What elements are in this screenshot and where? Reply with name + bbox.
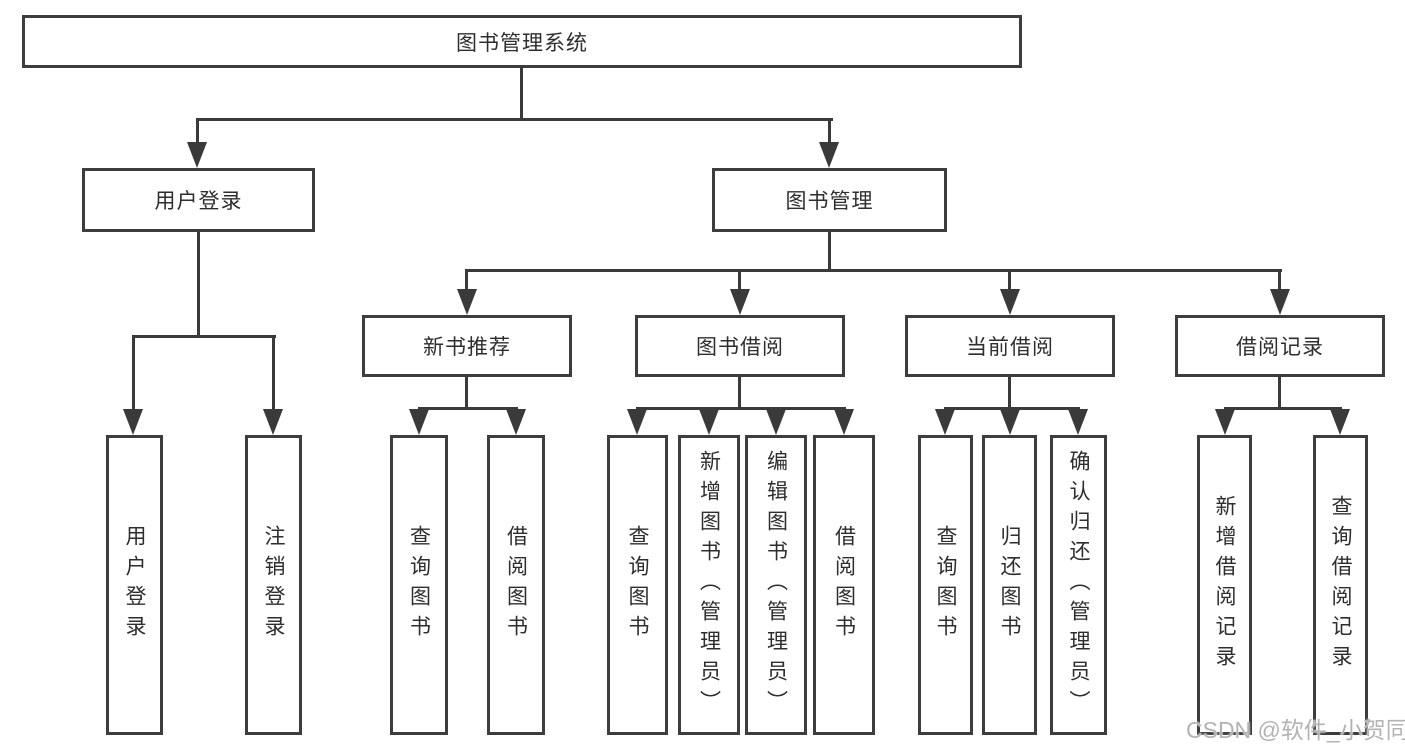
- leaf-node-borrow-books-1: 借阅图书: [487, 435, 545, 735]
- branch-node-book-management: 图书管理: [712, 168, 947, 232]
- connector-arrow-down-icon: [1000, 409, 1020, 435]
- connector-arrow-down-icon: [1330, 409, 1350, 435]
- connector-arrow-down-icon: [1068, 409, 1088, 435]
- connector-line: [738, 269, 741, 293]
- connector-arrow-down-icon: [187, 142, 207, 168]
- connector-arrow-down-icon: [1270, 289, 1290, 315]
- connector-arrow-down-icon: [506, 409, 526, 435]
- root-node-label: 图书管理系统: [456, 31, 588, 55]
- connector-line: [738, 377, 741, 410]
- connector-line: [944, 407, 1080, 410]
- connector-arrow-down-icon: [1215, 409, 1235, 435]
- connector-line: [636, 407, 846, 410]
- leaf-node-label: 归还图书: [998, 525, 1021, 645]
- leaf-node-return-books: 归还图书: [982, 435, 1037, 735]
- connector-line: [272, 335, 275, 413]
- leaf-node-label: 借阅图书: [504, 525, 528, 645]
- connector-arrow-down-icon: [819, 142, 839, 168]
- leaf-node-label: 确认归还（管理员）: [1067, 450, 1090, 720]
- leaf-node-label: 查询图书: [934, 525, 957, 645]
- connector-line: [1278, 377, 1281, 410]
- connector-arrow-down-icon: [627, 409, 647, 435]
- branch-node-label: 图书管理: [785, 190, 874, 213]
- leaf-node-label: 新增图书（管理员）: [697, 450, 721, 720]
- leaf-node-label: 新增借阅记录: [1213, 495, 1236, 675]
- connector-line: [197, 232, 200, 338]
- connector-arrow-down-icon: [457, 289, 477, 315]
- leaf-node-edit-books-admin: 编辑图书（管理员）: [745, 435, 807, 735]
- connector-arrow-down-icon: [699, 409, 719, 435]
- connector-line: [828, 232, 831, 272]
- leaf-node-logout: 注销登录: [245, 435, 302, 735]
- connector-arrow-down-icon: [123, 409, 143, 435]
- connector-line: [1008, 269, 1011, 293]
- leaf-node-label: 查询图书: [626, 525, 649, 645]
- connector-line: [132, 335, 276, 338]
- connector-arrow-down-icon: [935, 409, 955, 435]
- leaf-node-label: 注销登录: [262, 525, 285, 645]
- leaf-node-query-books-3: 查询图书: [918, 435, 973, 735]
- leaf-node-label: 查询图书: [407, 525, 431, 645]
- connector-line: [196, 118, 199, 148]
- leaf-node-user-login: 用户登录: [106, 435, 163, 735]
- connector-line: [520, 65, 523, 120]
- leaf-node-borrow-books-2: 借阅图书: [813, 435, 875, 735]
- leaf-node-label: 用户登录: [123, 525, 146, 645]
- connector-line: [196, 118, 833, 121]
- connector-arrow-down-icon: [834, 409, 854, 435]
- root-node-library-system: 图书管理系统: [22, 15, 1022, 68]
- csdn-watermark: CSDN @软件_小贺同学: [1186, 717, 1405, 743]
- leaf-node-query-books-2: 查询图书: [607, 435, 668, 735]
- group-node-borrow-records: 借阅记录: [1175, 315, 1385, 377]
- connector-line: [418, 407, 518, 410]
- leaf-node-query-books-1: 查询图书: [390, 435, 448, 735]
- group-node-book-borrow: 图书借阅: [635, 315, 845, 377]
- leaf-node-label: 查询借阅记录: [1329, 495, 1352, 675]
- connector-arrow-down-icon: [263, 409, 283, 435]
- connector-line: [465, 269, 468, 293]
- leaf-node-add-borrow-record: 新增借阅记录: [1197, 435, 1252, 735]
- leaf-node-query-borrow-record: 查询借阅记录: [1313, 435, 1368, 735]
- branch-node-user-login: 用户登录: [82, 168, 315, 232]
- connector-line: [1278, 269, 1281, 293]
- connector-line: [466, 269, 1282, 272]
- leaf-node-label: 编辑图书（管理员）: [764, 450, 788, 720]
- connector-line: [465, 377, 468, 410]
- connector-line: [132, 335, 135, 413]
- connector-line: [1008, 377, 1011, 410]
- group-node-new-book-recommend: 新书推荐: [362, 315, 572, 377]
- group-node-current-borrow: 当前借阅: [905, 315, 1115, 377]
- connector-arrow-down-icon: [409, 409, 429, 435]
- group-node-label: 当前借阅: [966, 336, 1054, 359]
- leaf-node-add-books-admin: 新增图书（管理员）: [678, 435, 740, 735]
- connector-line: [1224, 407, 1342, 410]
- connector-arrow-down-icon: [766, 409, 786, 435]
- branch-node-label: 用户登录: [154, 190, 243, 213]
- group-node-label: 新书推荐: [423, 336, 511, 359]
- group-node-label: 图书借阅: [696, 336, 784, 359]
- connector-arrow-down-icon: [730, 289, 750, 315]
- connector-arrow-down-icon: [1000, 289, 1020, 315]
- group-node-label: 借阅记录: [1236, 336, 1324, 359]
- leaf-node-confirm-return-admin: 确认归还（管理员）: [1050, 435, 1107, 735]
- connector-line: [828, 118, 831, 148]
- leaf-node-label: 借阅图书: [832, 525, 856, 645]
